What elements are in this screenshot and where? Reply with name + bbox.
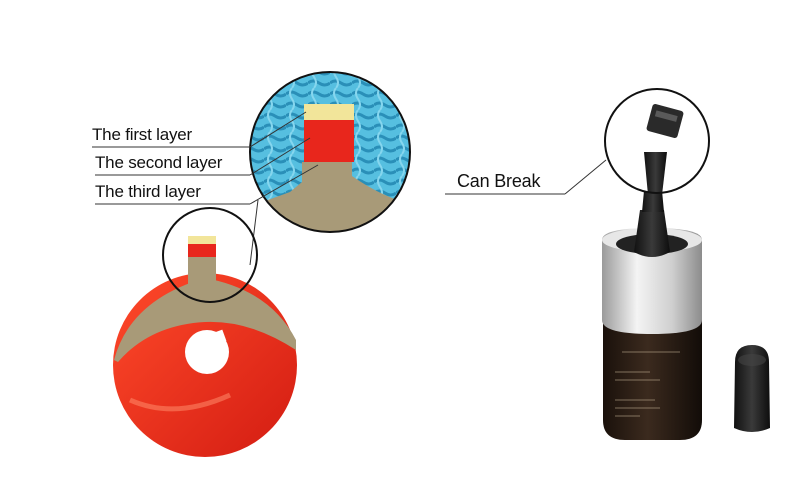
second-layer-label: The second layer xyxy=(95,153,223,172)
third-layer-label: The third layer xyxy=(95,182,201,201)
label-leader-lines xyxy=(92,111,319,266)
can-break-label: Can Break xyxy=(457,171,541,191)
broken-tip-detail xyxy=(604,88,710,194)
red-disc-label xyxy=(113,236,297,457)
can-break-leader-line xyxy=(445,159,607,195)
small-highlight-circle xyxy=(162,207,258,303)
magnified-layer-view xyxy=(249,71,411,233)
glue-bottle xyxy=(602,140,702,440)
bottle-cap xyxy=(734,345,770,432)
first-layer-label: The first layer xyxy=(92,125,192,144)
